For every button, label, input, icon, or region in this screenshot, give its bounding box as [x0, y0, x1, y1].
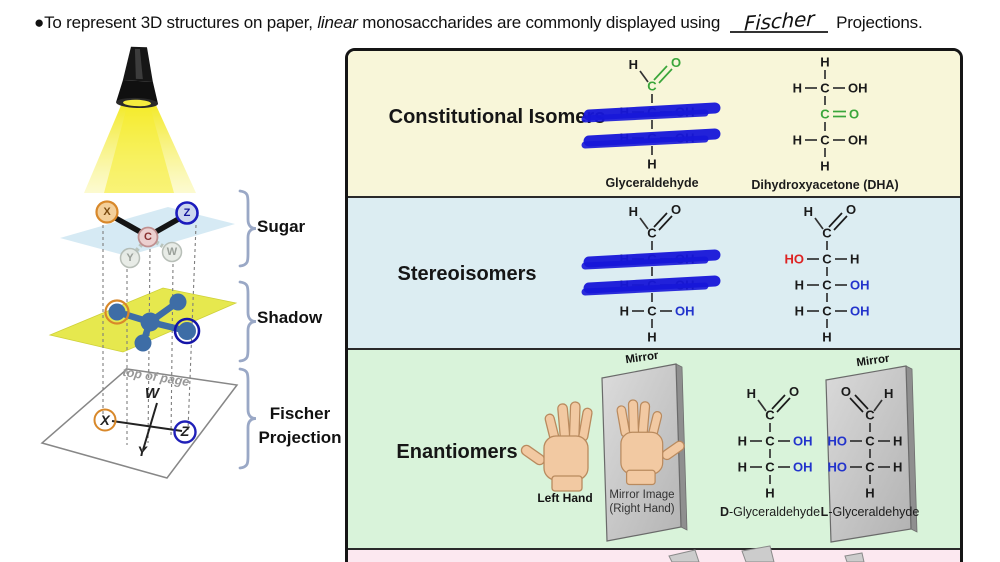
paper-z-label: Z — [180, 423, 190, 439]
sugar-molecule — [95, 200, 199, 269]
atom-w-label: W — [166, 246, 178, 258]
stereoisomers-label: Stereoisomers — [397, 263, 537, 285]
fischer-cross — [93, 402, 197, 451]
atom-x-label: X — [103, 206, 111, 218]
enantiomers-label: Enantiomers — [396, 441, 518, 463]
bullet-icon: ● — [34, 13, 45, 32]
flashlight-icon — [116, 46, 159, 109]
atom-c-label: C — [144, 231, 152, 243]
light-beam — [84, 103, 196, 193]
headline-sentence: ●To represent 3D structures on paper, li… — [34, 6, 923, 36]
left-hand-caption: Left Hand — [537, 491, 593, 505]
headline-text-3: Projections. — [836, 13, 923, 32]
braces — [238, 189, 257, 470]
headline-italic-word: linear — [317, 13, 358, 32]
headline-text-2: monosaccharides are commonly displayed u… — [357, 13, 721, 32]
constitutional-isomers-label: Constitutional Isomers — [388, 106, 606, 128]
shadow-label: Shadow — [257, 308, 323, 327]
paper-y-label: Y — [137, 443, 147, 459]
sugar-label: Sugar — [257, 217, 306, 236]
atom-z-label: Z — [183, 207, 191, 219]
fill-in-blank: Fischer — [730, 6, 829, 36]
fischer-label-line2: Projection — [258, 428, 342, 447]
mirror-image-caption: Mirror Image (Right Hand) — [601, 489, 683, 516]
paper-sheet — [40, 368, 239, 479]
paper-w-label: W — [144, 385, 160, 402]
mirror-image-caption-line2: (Right Hand) — [609, 502, 675, 515]
shadow-molecule — [104, 293, 201, 352]
handwritten-answer: Fischer — [743, 6, 815, 36]
mirror-image-caption-line1: Mirror Image — [609, 489, 675, 501]
fischer-label-line1: Fischer — [269, 404, 331, 423]
atom-y-label: Y — [126, 252, 134, 264]
headline-text-1: To represent 3D structures on paper, — [44, 13, 318, 32]
row-bottom-partial — [348, 548, 960, 562]
fischer-projection-figure — [40, 46, 257, 479]
paper-x-label: X — [100, 412, 110, 428]
